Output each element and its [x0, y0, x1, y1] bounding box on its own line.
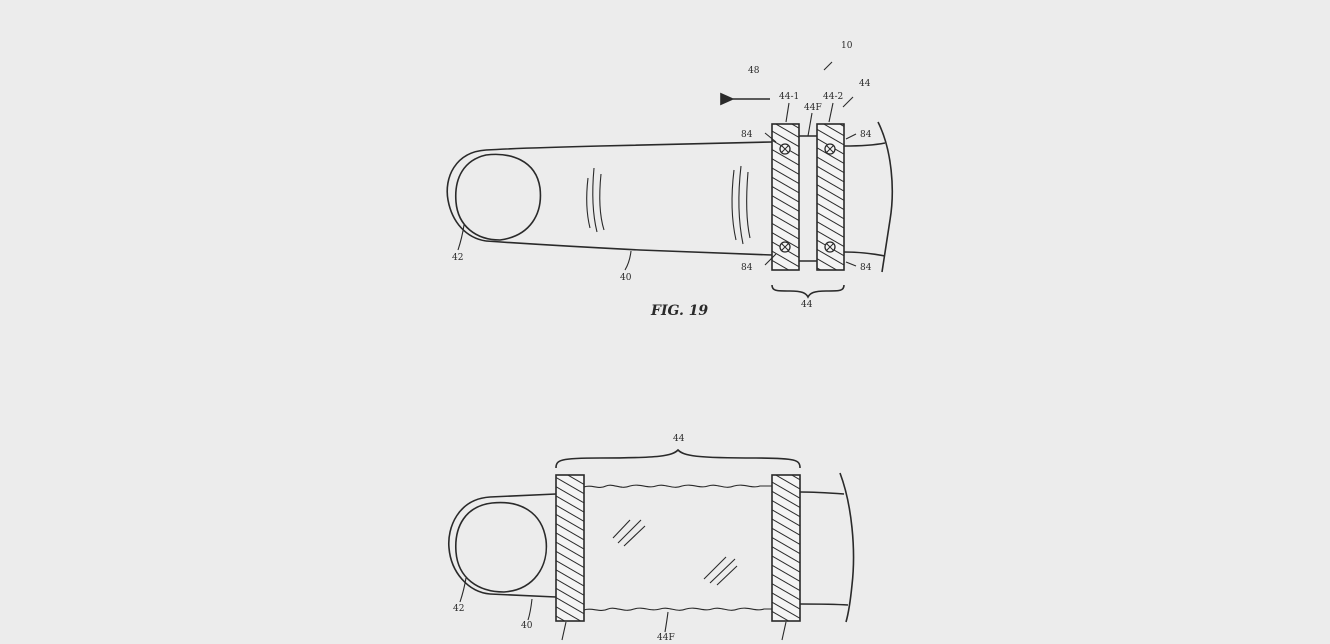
finger-19-cut-edge	[877, 121, 894, 273]
fingernail-20	[455, 501, 548, 593]
label-finger-20: 40	[521, 621, 533, 631]
figure-19: 10 48 44-1 44-2 44 44F 84 84 84 84 42 40…	[446, 41, 894, 319]
crease-marks-19-left	[586, 167, 605, 233]
crease-marks-19-right	[731, 165, 751, 245]
label-fingernail-20: 42	[453, 604, 464, 614]
label-sensor-tl: 84	[741, 130, 753, 140]
finger-20-outline-bottom	[489, 593, 557, 598]
sensor-icons-19	[779, 143, 836, 253]
label-sensor-br: 84	[860, 263, 872, 273]
label-sensor-tr: 84	[860, 130, 872, 140]
ring-band-right-20	[771, 474, 801, 622]
finger-20-outline-top	[489, 493, 557, 498]
label-ring: 44	[859, 79, 871, 89]
label-band-44-2: 44-2	[823, 92, 843, 102]
finger-20-base-top	[799, 491, 845, 495]
leader-lines-19	[457, 61, 857, 271]
finger-19-base-bottom	[843, 251, 886, 257]
finger-19-outline	[485, 141, 773, 151]
figure-caption: FIG. 19	[650, 303, 708, 319]
label-device: 10	[841, 41, 853, 51]
label-brace-20: 44	[673, 434, 685, 444]
label-film-20: 44F	[657, 633, 675, 643]
finger-19-base-top	[843, 142, 886, 147]
finger-20-cut-edge	[839, 472, 855, 623]
label-brace: 44	[801, 300, 813, 310]
label-arrow: 48	[748, 66, 760, 76]
glare-marks	[612, 519, 738, 586]
figure-20: 44 42 40 44F	[447, 434, 855, 643]
leader-lines-20	[459, 577, 787, 641]
fingertip-19	[446, 149, 487, 242]
label-gap: 44F	[804, 103, 822, 113]
label-fingernail: 42	[452, 253, 463, 263]
label-sensor-bl: 84	[741, 263, 753, 273]
fingertip-20	[447, 496, 491, 595]
film-top-edge	[583, 484, 772, 488]
ring-band-left-20	[555, 474, 585, 622]
brace-20	[555, 448, 801, 469]
finger-19-outline-bottom	[485, 240, 773, 256]
brace-19	[771, 284, 845, 299]
label-finger: 40	[620, 273, 632, 283]
label-band-44-1: 44-1	[779, 92, 799, 102]
finger-20-base-bottom	[799, 603, 849, 606]
fingernail-19	[454, 153, 542, 241]
film-bottom-edge	[583, 607, 772, 611]
